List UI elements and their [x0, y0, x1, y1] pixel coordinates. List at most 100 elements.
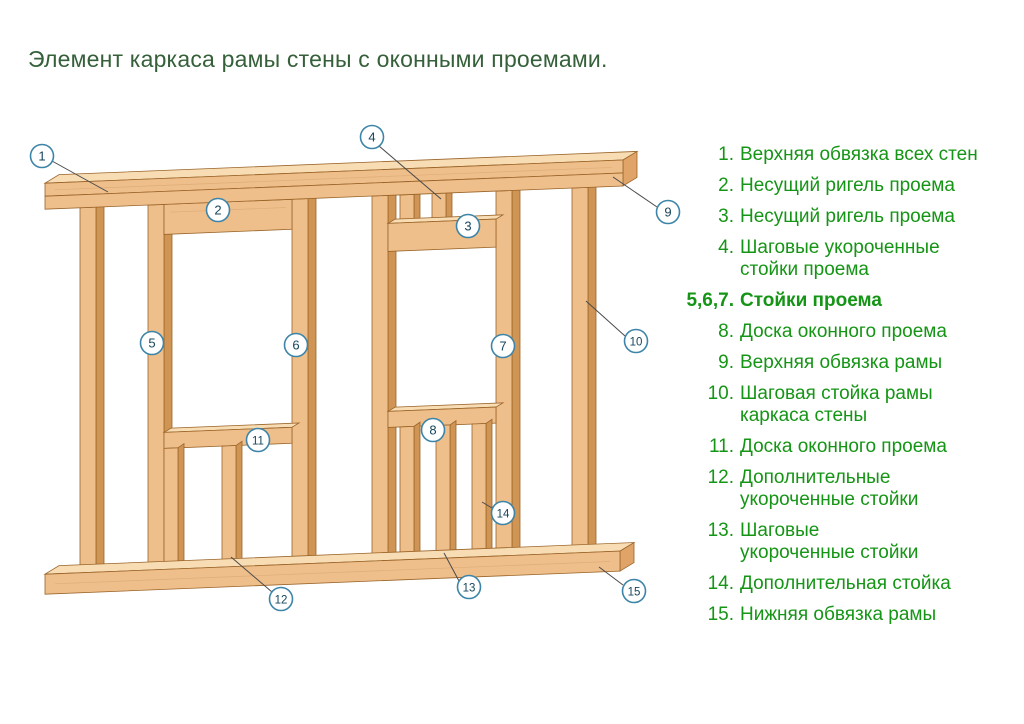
svg-text:10: 10 — [630, 337, 643, 349]
legend-item-12: 12. Дополнительные укороченные стойки — [676, 467, 1016, 511]
legend-item-9: 9. Верхняя обвязка рамы — [676, 352, 1016, 374]
svg-text:4: 4 — [368, 130, 375, 145]
svg-text:6: 6 — [292, 338, 299, 353]
callout-10: 10 — [623, 328, 649, 354]
cripple-below-w2-a-side — [413, 421, 421, 561]
svg-text:1: 1 — [38, 149, 45, 164]
legend-item-label: Несущий ригель проема — [740, 175, 955, 196]
cripple-above-w2-a-side — [413, 189, 421, 224]
legend-item-15: 15. Нижняя обвязка рамы — [676, 604, 1016, 626]
callout-12: 12 — [268, 586, 294, 612]
stud-7-side — [511, 184, 521, 557]
legend-item-number: 15. — [707, 604, 734, 625]
legend-item-label: Верхняя обвязка рамы — [740, 352, 943, 373]
callout-2: 2 — [205, 197, 231, 223]
legend-item-number: 2. — [718, 175, 734, 196]
callout-5: 5 — [139, 330, 165, 356]
legend-item-10: 10. Шаговая стойка рамы каркаса стены — [676, 383, 1016, 427]
legend-item-label: Верхняя обвязка всех стен — [740, 144, 978, 165]
svg-text:7: 7 — [499, 339, 506, 354]
callout-4: 4 — [359, 124, 385, 150]
svg-text:9: 9 — [664, 205, 671, 220]
legend-item-label: Дополнительные укороченные стойки — [740, 467, 919, 510]
stud-left-side — [95, 201, 105, 573]
svg-text:8: 8 — [429, 423, 436, 438]
svg-text:11: 11 — [252, 436, 264, 448]
callout-14: 14 — [490, 500, 516, 526]
stud-6-side — [307, 192, 317, 565]
legend-item-3: 3. Несущий ригель проема — [676, 206, 1016, 228]
legend-item-number: 8. — [718, 321, 734, 342]
callout-13: 13 — [456, 574, 482, 600]
top-plate-grain — [55, 167, 612, 191]
cripple-below-w2-b-side — [449, 419, 457, 559]
legend-item-number: 10. — [707, 383, 734, 404]
legend-item-number: 13. — [707, 520, 734, 541]
top-plate-frame — [44, 172, 624, 210]
legend-item-number: 5,6,7. — [686, 290, 734, 311]
cripple-below-w2-b — [435, 424, 451, 559]
cripple-below-w2-a — [399, 425, 415, 561]
cripple-below-w1-a-side — [177, 442, 185, 570]
callout-9: 9 — [655, 199, 681, 225]
stud-left — [79, 206, 97, 574]
cripple-below-w1-a — [163, 447, 179, 570]
legend-item-number: 14. — [707, 573, 734, 594]
svg-text:12: 12 — [275, 595, 288, 607]
legend-item-8: 8. Доска оконного проема — [676, 321, 1016, 343]
callout-15: 15 — [621, 578, 647, 604]
stud-14-additional — [471, 423, 487, 558]
legend-item-4: 4. Шаговые укороченные стойки проема — [676, 237, 1016, 281]
callout-7: 7 — [490, 333, 516, 359]
stud-5-opening-stud — [147, 203, 165, 571]
legend-item-label: Шаговые укороченные стойки — [740, 520, 919, 563]
stud-14-additional-side — [485, 418, 493, 558]
leader-9 — [612, 176, 658, 208]
legend-item-label: Стойки проема — [740, 290, 882, 311]
legend-item-2: 2. Несущий ригель проема — [676, 175, 1016, 197]
legend-item-number: 12. — [707, 467, 734, 488]
leader-lines — [51, 145, 658, 593]
callouts: 1 2 3 4 5 6 7 8 — [29, 124, 681, 612]
svg-text:14: 14 — [497, 509, 510, 521]
legend-item-1: 1. Верхняя обвязка всех стен — [676, 144, 1016, 166]
stud-6-opening-stud — [291, 198, 309, 565]
svg-text:5: 5 — [148, 336, 155, 351]
legend-item-number: 1. — [718, 144, 734, 165]
legend-item-label: Дополнительная стойка — [740, 573, 951, 594]
stud-10-frame-stud — [571, 186, 589, 554]
cripple-above-w2-b-side — [445, 188, 453, 222]
legend-item-14: 14. Дополнительная стойка — [676, 573, 1016, 595]
legend-item-number: 9. — [718, 352, 734, 373]
legend-item-label: Доска оконного проема — [740, 321, 947, 342]
cripple-below-w1-b — [221, 445, 237, 568]
wall-frame — [43, 150, 639, 595]
legend-item-label: Шаговая стойка рамы каркаса стены — [740, 383, 933, 426]
legend: 1. Верхняя обвязка всех стен 2. Несущий … — [676, 144, 1016, 635]
cripple-below-w1-b-side — [235, 440, 243, 568]
legend-item-11: 11. Доска оконного проема — [676, 436, 1016, 458]
legend-item-label: Несущий ригель проема — [740, 206, 955, 227]
bottom-plate-grain — [55, 561, 610, 585]
legend-item-5-6-7: 5,6,7. Стойки проема — [676, 290, 1016, 312]
callout-1: 1 — [29, 143, 55, 169]
legend-item-label: Нижняя обвязка рамы — [740, 604, 937, 625]
svg-text:13: 13 — [463, 583, 476, 595]
legend-item-number: 4. — [718, 237, 734, 258]
svg-text:15: 15 — [628, 587, 641, 599]
stud-window2-left — [371, 195, 389, 562]
leader-14 — [481, 501, 493, 509]
leader-15 — [598, 566, 624, 586]
svg-text:2: 2 — [214, 203, 221, 218]
leader-12 — [230, 556, 273, 593]
page-title: Элемент каркаса рамы стены с оконными пр… — [28, 46, 608, 72]
callout-8: 8 — [420, 417, 446, 443]
legend-item-13: 13. Шаговые укороченные стойки — [676, 520, 1016, 564]
svg-text:3: 3 — [464, 219, 471, 234]
callout-6: 6 — [283, 332, 309, 358]
legend-item-number: 11. — [708, 436, 734, 457]
legend-item-number: 3. — [718, 206, 734, 227]
leader-1 — [51, 160, 109, 193]
stud-10-side — [587, 181, 597, 554]
